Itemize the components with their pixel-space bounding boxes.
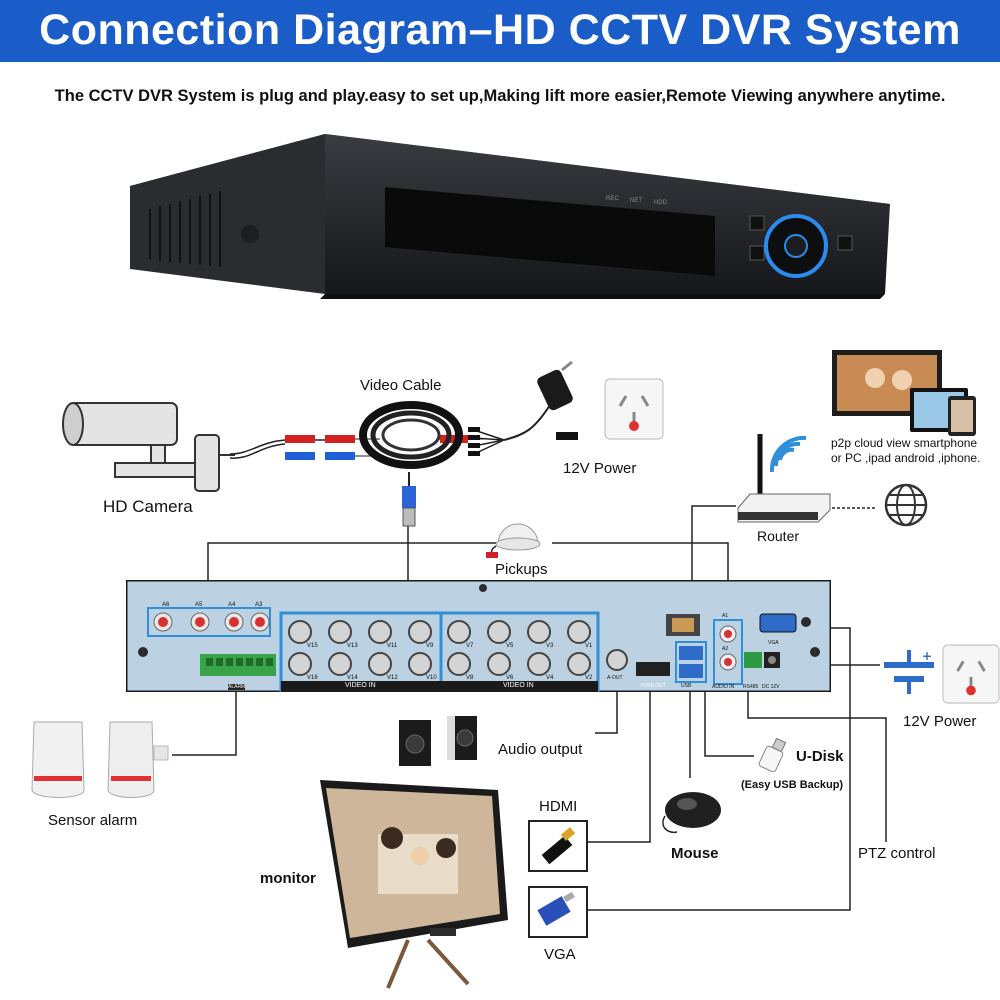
hdd-indicator: HDD bbox=[654, 200, 667, 206]
monitor-label: monitor bbox=[260, 870, 316, 887]
power-top-label: 12V Power bbox=[563, 460, 637, 477]
video-in-v4-label: V4 bbox=[546, 675, 554, 681]
video-in-v15-label: V15 bbox=[307, 643, 318, 649]
video-in-v10-label: V10 bbox=[426, 675, 437, 681]
udisk-label: U-Disk bbox=[796, 748, 844, 765]
power-adapter-icon bbox=[468, 360, 578, 456]
pickups-label: Pickups bbox=[495, 561, 548, 578]
video-in-v9-label: V9 bbox=[426, 643, 434, 649]
page-subtitle: The CCTV DVR System is plug and play.eas… bbox=[54, 87, 946, 105]
vga-port-label: VGA bbox=[768, 640, 779, 646]
wall-socket-right-icon bbox=[942, 644, 1000, 704]
video-in-v14-label: V14 bbox=[347, 675, 358, 681]
video-cable-coil-icon bbox=[359, 401, 463, 469]
audio-in-a1-label: A1 bbox=[722, 613, 729, 619]
audio-in-a6-label: A6 bbox=[162, 602, 170, 608]
video-in-v8-label: V8 bbox=[466, 675, 474, 681]
video-in-v11-label: V11 bbox=[387, 643, 398, 649]
monitor-icon bbox=[320, 780, 508, 989]
video-in-v5-label: V5 bbox=[506, 643, 514, 649]
camera-cable-icon bbox=[230, 435, 490, 460]
audio-output-label: Audio output bbox=[498, 741, 583, 758]
video-in-v6-label: V6 bbox=[506, 675, 514, 681]
audio-in-caption: AUDIO IN bbox=[712, 684, 735, 690]
page-title: Connection Diagram–HD CCTV DVR System bbox=[39, 6, 961, 54]
hdmi-label: HDMI bbox=[539, 798, 578, 815]
pickup-microphone-icon bbox=[486, 523, 541, 558]
hd-camera-label: HD Camera bbox=[103, 497, 193, 516]
bnc-connector-icon bbox=[402, 472, 416, 527]
audio-in-a4-label: A4 bbox=[228, 602, 236, 608]
title-banner bbox=[0, 0, 1000, 62]
mouse-icon bbox=[662, 792, 721, 834]
video-in-v2-label: V2 bbox=[585, 675, 593, 681]
vga-cable-icon bbox=[528, 886, 588, 938]
video-in-v16-label: V16 bbox=[307, 675, 318, 681]
p2p-line2: or PC ,ipad android ,iphone. bbox=[831, 451, 981, 465]
rs485-port-label: RS485 bbox=[743, 684, 759, 690]
video-in-right-caption: VIDEO IN bbox=[503, 682, 534, 689]
hd-camera-icon bbox=[62, 402, 235, 492]
power-right-label: 12V Power bbox=[903, 713, 977, 730]
usb-port-label: USB bbox=[681, 683, 692, 689]
video-in-v13-label: V13 bbox=[347, 643, 358, 649]
alarm-port-label: ALARM bbox=[228, 684, 246, 690]
ptz-control-label: PTZ control bbox=[858, 845, 936, 862]
vga-label: VGA bbox=[544, 946, 576, 963]
svg-text:+: + bbox=[922, 649, 932, 663]
mouse-label: Mouse bbox=[671, 845, 719, 862]
dvr-rear-panel bbox=[126, 580, 831, 692]
dc12v-port-label: DC 12V bbox=[762, 684, 780, 690]
video-in-v12-label: V12 bbox=[387, 675, 398, 681]
audio-in-a5-label: A5 bbox=[195, 602, 203, 608]
audio-in-a3-label: A3 bbox=[255, 602, 263, 608]
dvr-front-view bbox=[130, 134, 890, 299]
video-cable-label: Video Cable bbox=[360, 377, 442, 394]
dc-power-symbol-icon: + bbox=[884, 649, 934, 694]
computer-tablet-phone-icon bbox=[832, 350, 976, 436]
router-label: Router bbox=[757, 528, 800, 544]
net-indicator: NET bbox=[630, 198, 642, 204]
hdmi-port-label: HDMI OUT bbox=[641, 683, 666, 689]
hdmi-cable-icon bbox=[528, 820, 588, 872]
globe-icon bbox=[884, 483, 928, 527]
video-in-v1-label: V1 bbox=[585, 643, 593, 649]
udisk-note: (Easy USB Backup) bbox=[741, 779, 844, 791]
video-in-left-caption: VIDEO IN bbox=[345, 682, 376, 689]
video-in-v3-label: V3 bbox=[546, 643, 554, 649]
usb-drive-icon bbox=[758, 738, 787, 772]
router-icon bbox=[737, 434, 831, 523]
sensor-alarm-label: Sensor alarm bbox=[48, 812, 138, 829]
p2p-line1: p2p cloud view smartphone bbox=[831, 436, 978, 450]
motion-sensor-icon bbox=[31, 721, 169, 798]
video-in-v7-label: V7 bbox=[466, 643, 474, 649]
wall-socket-icon bbox=[604, 378, 664, 440]
speakers-icon bbox=[399, 716, 477, 766]
aout-port-label: A-OUT bbox=[607, 675, 623, 681]
audio-in-a2-label: A2 bbox=[722, 646, 729, 652]
rec-indicator: REC bbox=[606, 196, 619, 202]
